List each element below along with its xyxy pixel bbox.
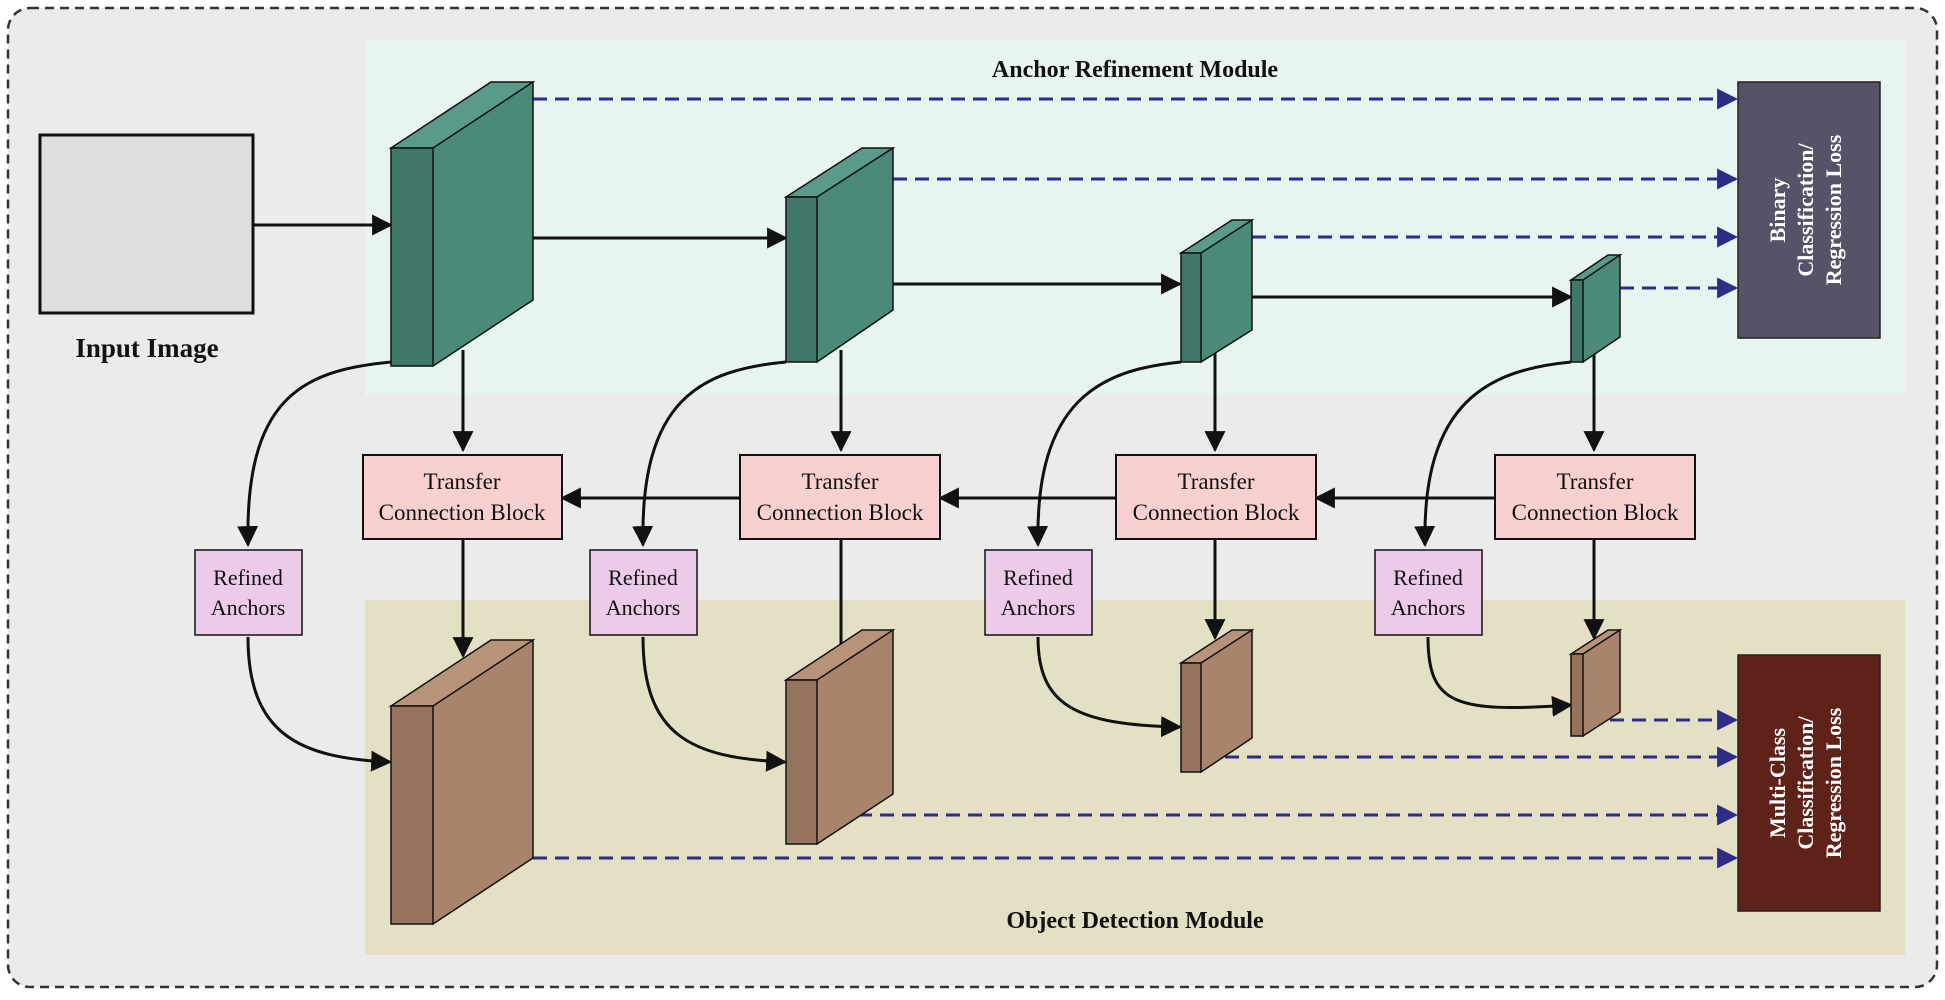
- refined-anchors-4-line1: Refined: [1393, 565, 1463, 590]
- tcb-3: Transfer Connection Block: [1115, 454, 1317, 540]
- tcb-1: Transfer Connection Block: [362, 454, 563, 540]
- refined-anchors-2: Refined Anchors: [589, 549, 698, 636]
- curve-feature1-to-refined1: [237, 360, 393, 548]
- tcb-1-label-line2: Connection Block: [379, 500, 546, 525]
- curve-refined3-to-odm3: [1036, 636, 1183, 738]
- object-detection-module-title: Object Detection Module: [1006, 908, 1264, 934]
- object-detection-module-bg: [365, 600, 1905, 955]
- tcb-3-label-line1: Transfer: [1177, 469, 1254, 494]
- curve-feature2-to-refined2: [632, 360, 787, 548]
- refined-anchors-1-line1: Refined: [213, 565, 283, 590]
- tcb-4-label-line2: Connection Block: [1512, 500, 1679, 525]
- odm-feature-map-3: [1178, 628, 1255, 774]
- arm-feature-map-1: [388, 80, 536, 368]
- input-image-label: Input Image: [75, 333, 218, 363]
- input-image-box: [38, 133, 255, 315]
- anchor-refinement-module-bg: [365, 40, 1905, 395]
- odm-feature-map-1: [388, 638, 536, 926]
- refined-anchors-3: Refined Anchors: [984, 549, 1093, 636]
- binary-loss-line2: Classification/: [1793, 143, 1818, 277]
- multiclass-loss-box: Multi-Class Classification/ Regression L…: [1737, 654, 1881, 912]
- tcb-3-label-line2: Connection Block: [1133, 500, 1300, 525]
- refined-anchors-1-line2: Anchors: [211, 595, 286, 620]
- curve-feature3-to-refined3: [1027, 360, 1182, 548]
- arm-feature-map-2: [783, 146, 896, 364]
- curve-refined2-to-odm2: [641, 636, 788, 772]
- tcb-4-label-line1: Transfer: [1556, 469, 1633, 494]
- tcb-4: Transfer Connection Block: [1494, 454, 1696, 540]
- odm-feature-map-2: [783, 628, 896, 846]
- refined-anchors-4: Refined Anchors: [1374, 549, 1483, 636]
- anchor-refinement-module-title: Anchor Refinement Module: [992, 57, 1279, 83]
- multiclass-loss-line2: Classification/: [1793, 716, 1818, 850]
- refined-anchors-3-line1: Refined: [1003, 565, 1073, 590]
- refined-anchors-4-line2: Anchors: [1391, 595, 1466, 620]
- binary-loss-line3: Regression Loss: [1821, 134, 1846, 285]
- odm-feature-map-4: [1568, 628, 1623, 738]
- binary-loss-box: Binary Classification/ Regression Loss: [1737, 81, 1881, 339]
- multiclass-loss-line3: Regression Loss: [1821, 707, 1846, 858]
- binary-loss-line1: Binary: [1765, 178, 1790, 243]
- multiclass-loss-line1: Multi-Class: [1765, 728, 1790, 838]
- refined-anchors-1: Refined Anchors: [194, 549, 303, 636]
- refined-anchors-2-line1: Refined: [608, 565, 678, 590]
- tcb-1-label-line1: Transfer: [423, 469, 500, 494]
- tcb-2-label-line2: Connection Block: [757, 500, 924, 525]
- curve-refined1-to-odm1: [246, 636, 393, 772]
- arm-feature-map-4: [1568, 253, 1623, 364]
- arm-feature-map-3: [1178, 218, 1255, 364]
- curve-refined4-to-odm4: [1426, 636, 1574, 717]
- curve-feature4-to-refined4: [1414, 360, 1572, 548]
- tcb-2-label-line1: Transfer: [801, 469, 878, 494]
- tcb-2: Transfer Connection Block: [739, 454, 941, 540]
- refined-anchors-3-line2: Anchors: [1001, 595, 1076, 620]
- refined-anchors-2-line2: Anchors: [606, 595, 681, 620]
